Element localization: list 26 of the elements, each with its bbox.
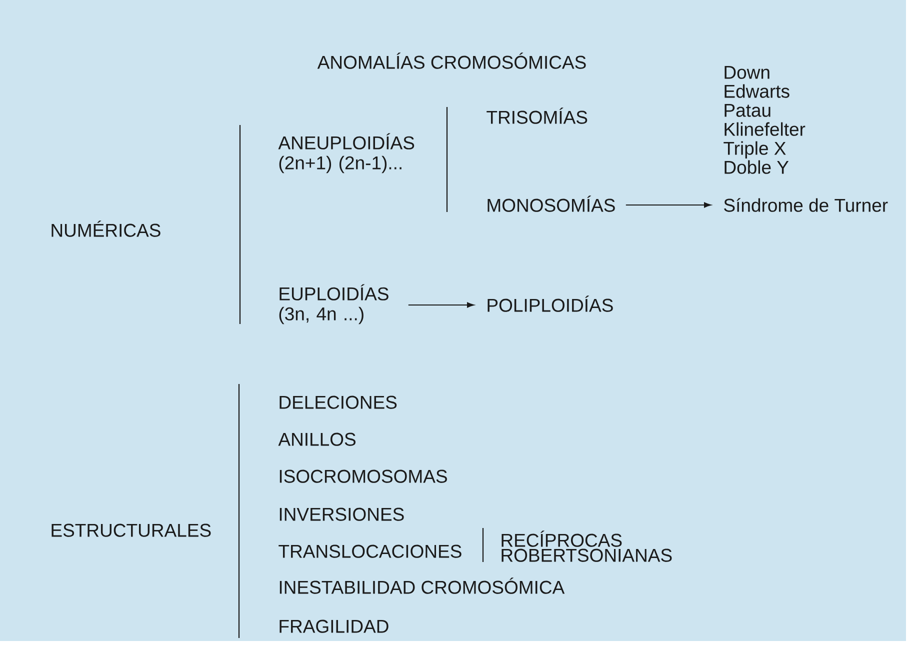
term-label: Síndrome de Turner <box>724 198 888 212</box>
category-label: NUMÉRICAS <box>52 220 160 237</box>
item-label: Patau <box>724 104 770 117</box>
arrow <box>408 302 474 308</box>
title: ANOMALÍAS CROMOSÓMICAS <box>317 52 586 69</box>
category-label: ESTRUCTURALES <box>52 524 211 537</box>
item-label: INVERSIONES <box>280 508 404 521</box>
subcategory-label: ANEUPLOIDÍAS (2n+1) (2n-1)... <box>278 133 414 174</box>
item-label: ROBERTSONIANAS <box>502 548 672 562</box>
item-label: RECÍPROCAS <box>502 530 622 547</box>
item-label: ANILLOS <box>278 432 356 446</box>
term-label: EUPLOIDÍAS (3n, 4n ...) <box>279 284 388 324</box>
item-label: Doble Y <box>724 160 789 174</box>
item-label: TRANSLOCACIONES <box>278 544 462 558</box>
term-label: POLIPLOIDÍAS <box>488 296 613 312</box>
arrow <box>626 202 712 208</box>
term-label: MONOSOMÍAS <box>488 196 615 212</box>
item-label: Edwarts <box>724 84 790 98</box>
item-label: ISOCROMOSOMAS <box>280 470 447 483</box>
subcategory-label: TRISOMÍAS <box>486 108 588 124</box>
item-label: INESTABILIDAD CROMOSÓMICA <box>280 578 565 594</box>
item-label: FRAGILIDAD <box>280 620 388 633</box>
item-label: DELECIONES <box>280 396 397 409</box>
item-label: Triple X <box>724 141 786 159</box>
item-label: Down <box>724 66 770 79</box>
item-label: Klinefelter <box>724 122 806 136</box>
